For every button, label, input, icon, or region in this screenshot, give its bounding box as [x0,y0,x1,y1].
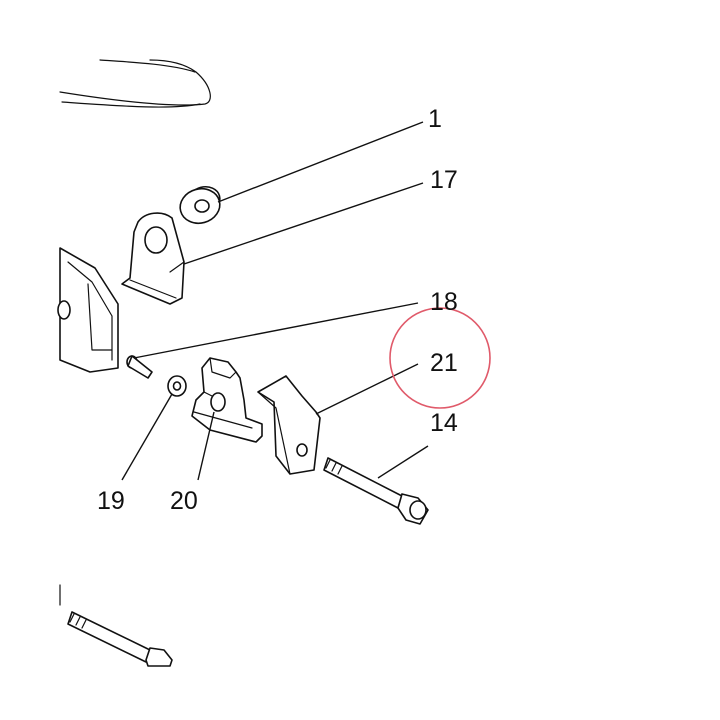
leader-lines [121,121,429,481]
callout-19: 19 [97,487,125,515]
callout-1: 1 [428,105,442,133]
frame-housing [57,247,119,373]
callout-labels: 1 17 18 21 14 19 20 [97,105,458,515]
callout-20: 20 [170,487,198,515]
part-18-screw [126,355,153,379]
lower-bolt [59,584,173,667]
callout-14: 14 [430,409,458,437]
part-1-grommet [179,185,221,225]
part-21-plate [257,375,321,475]
highlight-circle [389,307,491,409]
leader-17 [183,182,424,265]
callout-17: 17 [430,166,458,194]
upper-cover-outline [59,59,211,108]
part-19-washer [167,375,187,397]
part-17-bracket [121,212,185,305]
callout-21: 21 [430,349,458,377]
leader-18 [133,302,419,359]
leader-14 [377,445,429,479]
leader-21 [315,363,419,415]
part-14-bolt [323,457,429,525]
leader-1 [217,121,424,203]
leader-20 [197,411,215,481]
leader-19 [121,393,173,481]
callout-18: 18 [430,288,458,316]
part-20-clip-block [191,357,263,443]
